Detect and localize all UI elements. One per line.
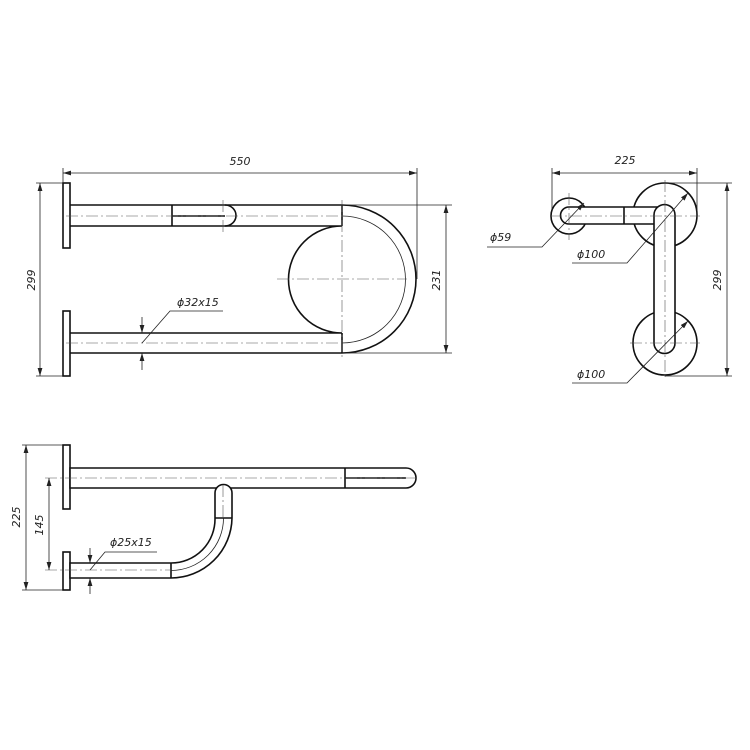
top-rail [69,467,417,489]
u-bar-inner [70,225,343,334]
dim-225-label-side: 225 [10,507,23,528]
dim-145-label: 145 [33,515,46,536]
side-tube-spec-label: ϕ25x15 [110,536,152,549]
top-wall-flange [62,182,71,249]
dim-299-label-top: 299 [711,270,724,291]
side-view: 225 145 ϕ25x15 [10,444,420,594]
small-flange-dia-label: ϕ59 [490,231,511,244]
top-view: 225 299 ϕ59 ϕ100 ϕ100 [487,154,732,384]
tube-spec-label: ϕ32x15 [177,296,219,309]
front-view: 550 299 231 ϕ32x15 [25,155,452,377]
hinge-insert [171,204,237,227]
dim-299-label: 299 [25,270,38,291]
top-wall-flange-side [62,444,71,510]
bottom-flange-dia-label: ϕ100 [577,368,605,381]
support-leg [69,483,233,579]
dim-225-label: 225 [615,154,636,167]
horizontal-tube [559,206,661,225]
bottom-wall-flange [62,310,71,377]
vertical-tube [653,203,676,355]
dim-231-label: 231 [430,270,443,291]
top-flange-dia-label: ϕ100 [577,248,605,261]
dim-550-label: 550 [230,155,251,168]
u-bar-outer [70,204,417,354]
bottom-wall-flange-side [62,551,71,591]
